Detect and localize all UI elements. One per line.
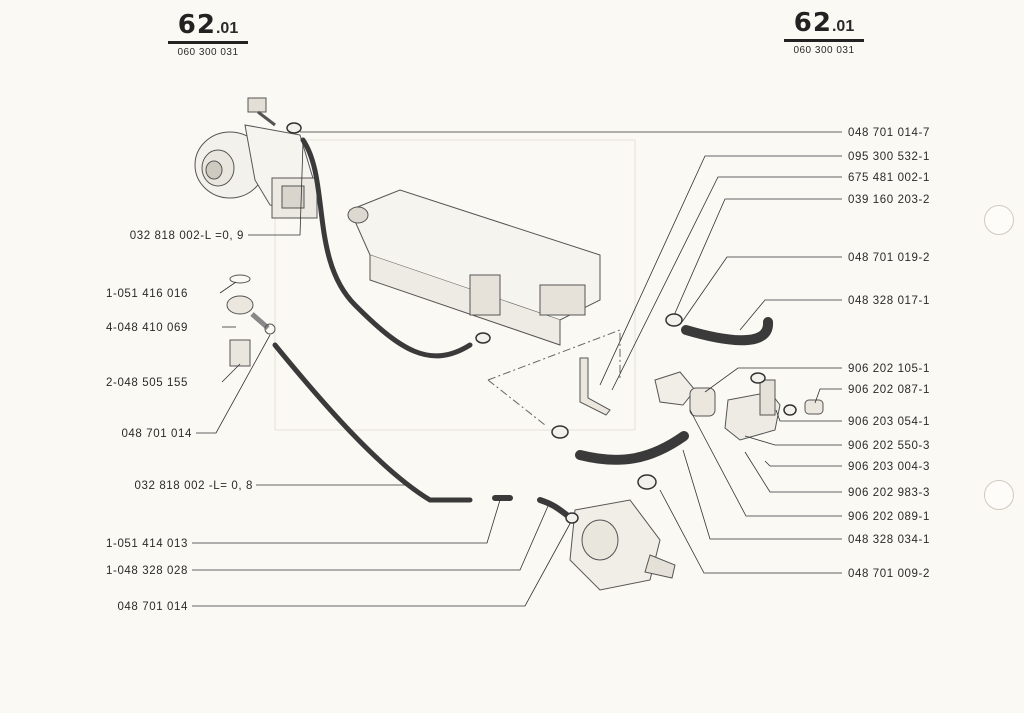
- part-label-right: 048 701 019-2: [848, 252, 930, 264]
- hose-upper: [300, 137, 473, 359]
- header-rule: [168, 41, 248, 44]
- hose-lower: [272, 342, 473, 503]
- part-label-left: 1-051 416 016: [106, 288, 188, 300]
- thermo-switch: [226, 274, 276, 367]
- assembly-lines: [487, 329, 621, 426]
- page-code: 060 300 031: [177, 47, 239, 58]
- page-number-suffix: .01: [831, 18, 855, 35]
- part-label-right: 906 202 983-3: [848, 487, 930, 499]
- page-number-right: 62.01 060 300 031: [784, 8, 864, 56]
- compressor-housing: [194, 97, 318, 219]
- part-label-left: 1-048 328 028: [106, 565, 188, 577]
- background-outline: [274, 139, 636, 431]
- page-number-main: 62: [793, 8, 832, 38]
- part-label-right: 906 203 054-1: [848, 416, 930, 428]
- part-label-right: 048 701 009-2: [848, 568, 930, 580]
- part-label-right: 906 202 550-3: [848, 440, 930, 452]
- binder-hole-top: [984, 205, 1014, 235]
- hose-middle: [575, 431, 689, 465]
- leader-lines-right: [300, 131, 842, 574]
- part-label-right: 675 481 002-1: [848, 172, 930, 184]
- hose-clamps: [286, 122, 797, 524]
- water-pump: [569, 499, 676, 591]
- part-label-right: 048 328 034-1: [848, 534, 930, 546]
- page-number-suffix: .01: [215, 20, 239, 37]
- part-label-right: 906 202 087-1: [848, 384, 930, 396]
- part-label-right: 048 328 017-1: [848, 295, 930, 307]
- binder-hole-bottom: [984, 480, 1014, 510]
- part-label-right: 906 203 004-3: [848, 461, 930, 473]
- part-label-right: 039 160 203-2: [848, 194, 930, 206]
- thermostat-housing: [579, 357, 824, 441]
- part-label-right: 906 202 105-1: [848, 363, 930, 375]
- part-label-right: 095 300 532-1: [848, 151, 930, 163]
- hoses: [272, 137, 773, 519]
- part-label-left: 048 701 014: [117, 601, 188, 613]
- part-label-left: 032 818 002 -L= 0, 8: [134, 480, 253, 492]
- page-number-left: 62.01 060 300 031: [168, 10, 248, 58]
- part-label-left: 048 701 014: [121, 428, 192, 440]
- part-label-left: 032 818 002-L =0, 9: [129, 230, 244, 242]
- page-number-main: 62: [177, 10, 216, 40]
- hose-right: [681, 317, 773, 346]
- header-rule: [784, 39, 864, 42]
- page-code: 060 300 031: [793, 45, 855, 56]
- part-label-left: 1-051 414 013: [106, 538, 188, 550]
- part-label-right: 048 701 014-7: [848, 127, 930, 139]
- leader-lines-left: [192, 142, 573, 607]
- heater-box: [347, 189, 601, 346]
- part-label-left: 2-048 505 155: [106, 377, 188, 389]
- part-label-right: 906 202 089-1: [848, 511, 930, 523]
- part-label-left: 4-048 410 069: [106, 322, 188, 334]
